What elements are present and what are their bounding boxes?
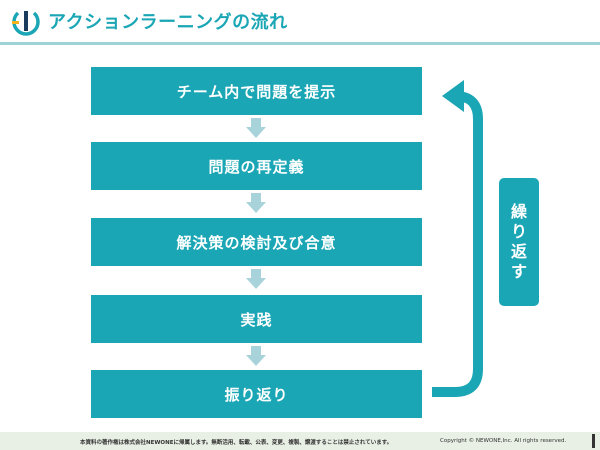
down-arrow-icon [246, 269, 266, 289]
copyright-notice: 本資料の著作権は株式会社NEWONEに帰属します。無断活用、転載、公表、変更、複… [80, 440, 393, 446]
newone-logo-icon [12, 11, 40, 36]
step-reflection: 振り返り [91, 370, 422, 418]
down-arrow-icon [246, 346, 266, 366]
repeat-label: 繰 り 返 す [499, 178, 539, 306]
header-divider [0, 42, 600, 45]
header: アクションラーニングの流れ [0, 0, 600, 40]
footer-bar [592, 434, 595, 448]
copyright-line: Copyright © NEWONE,Inc. All rights reser… [440, 438, 567, 444]
repeat-char: す [510, 262, 527, 281]
repeat-char: 返 [510, 242, 527, 261]
repeat-char: 繰 [510, 202, 527, 221]
repeat-char: り [510, 222, 527, 241]
page-title: アクションラーニングの流れ [48, 12, 288, 33]
step-present-problem: チーム内で問題を提示 [91, 67, 422, 115]
step-solution-agreement: 解決策の検討及び合意 [91, 218, 422, 266]
down-arrow-icon [246, 193, 266, 213]
down-arrow-icon [246, 118, 266, 138]
step-redefine-problem: 問題の再定義 [91, 142, 422, 190]
step-practice: 実践 [91, 295, 422, 343]
footer: 本資料の著作権は株式会社NEWONEに帰属します。無断活用、転載、公表、変更、複… [0, 432, 600, 450]
